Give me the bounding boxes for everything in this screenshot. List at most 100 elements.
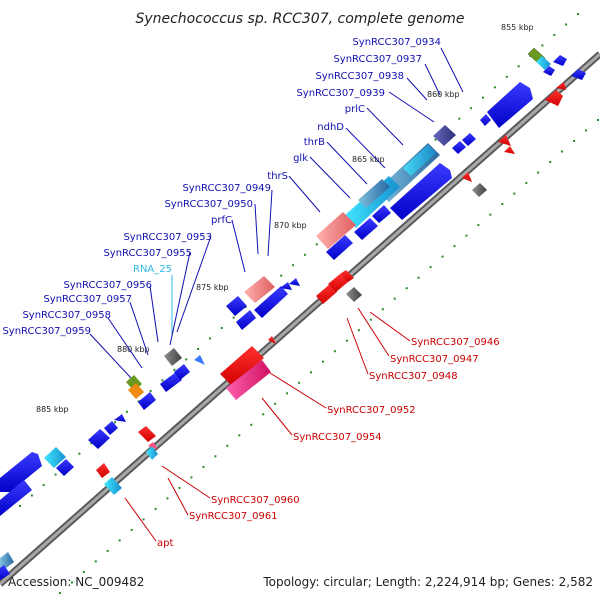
gene-forward[interactable] <box>571 69 586 80</box>
gene-label[interactable]: SynRCC307_0958 <box>22 310 111 321</box>
gene-label[interactable]: thrB <box>304 137 325 148</box>
gene-label[interactable]: prlC <box>345 104 365 115</box>
gene-forward[interactable] <box>316 212 356 249</box>
gene-reverse[interactable] <box>138 426 156 442</box>
gene-forward[interactable] <box>128 383 144 399</box>
gene-forward[interactable] <box>390 163 452 220</box>
gene-forward[interactable] <box>543 66 555 76</box>
tick-label-860: 860 kbp <box>427 90 460 99</box>
gene-reverse[interactable] <box>316 284 337 304</box>
tick-dot <box>130 528 133 531</box>
tick-dot <box>310 371 312 374</box>
reverse-leader-lines <box>124 307 411 542</box>
gene-forward[interactable] <box>433 125 456 146</box>
gene-forward[interactable] <box>236 310 256 330</box>
gene-reverse[interactable] <box>346 287 362 302</box>
gene-reverse[interactable] <box>148 442 158 449</box>
gene-label[interactable]: SynRCC307_0938 <box>315 71 404 82</box>
gene-reverse[interactable] <box>220 346 264 386</box>
gene-reverse[interactable] <box>340 270 354 282</box>
gene-reverse[interactable] <box>472 183 487 197</box>
gene-label[interactable]: SynRCC307_0953 <box>123 232 212 243</box>
gene-label[interactable]: thrS <box>267 171 288 182</box>
gene-forward[interactable] <box>254 286 288 318</box>
tick-label-880: 880 kbp <box>117 345 150 354</box>
gene-label[interactable]: prfC <box>211 215 232 226</box>
gene-label[interactable]: SynRCC307_0952 <box>327 405 416 416</box>
gene-reverse[interactable] <box>268 336 276 344</box>
gene-forward[interactable] <box>138 392 156 410</box>
gene-label[interactable]: ndhD <box>317 122 344 133</box>
gene-label[interactable]: SynRCC307_0949 <box>182 183 271 194</box>
tick-dot <box>178 486 181 489</box>
gene-label[interactable]: SynRCC307_0939 <box>296 88 385 99</box>
gene-reverse[interactable] <box>146 446 158 460</box>
gene-reverse[interactable] <box>498 135 511 146</box>
gene-label[interactable]: SynRCC307_0937 <box>333 54 422 65</box>
reverse-genes <box>96 82 566 495</box>
gene-forward[interactable] <box>487 82 533 128</box>
gene-label[interactable]: SynRCC307_0960 <box>211 495 300 506</box>
gene-forward[interactable] <box>358 179 390 208</box>
gene-label[interactable]: SynRCC307_0956 <box>63 280 152 291</box>
tick-label-865: 865 kbp <box>352 155 385 164</box>
gene-label[interactable]: SynRCC307_0948 <box>369 371 458 382</box>
gene-forward[interactable] <box>553 55 567 66</box>
gene-forward[interactable] <box>372 205 391 223</box>
gene-forward[interactable] <box>88 429 110 449</box>
tick-dot <box>78 452 81 455</box>
gene-label[interactable]: apt <box>157 538 173 549</box>
gene-forward[interactable] <box>0 565 10 580</box>
gene-label[interactable]: SynRCC307_0954 <box>293 432 382 443</box>
gene-reverse[interactable] <box>96 463 110 478</box>
tick-dot <box>125 410 128 413</box>
gene-reverse[interactable] <box>226 360 271 400</box>
gene-forward[interactable] <box>226 296 247 316</box>
gene-forward[interactable] <box>536 56 551 70</box>
gene-forward[interactable] <box>114 414 126 422</box>
gene-forward[interactable] <box>480 114 491 126</box>
tick-dot <box>493 86 496 89</box>
gene-label[interactable]: SynRCC307_0961 <box>189 511 278 522</box>
gene-forward[interactable] <box>0 480 32 516</box>
gene-label[interactable]: SynRCC307_0946 <box>411 337 500 348</box>
tick-dot <box>597 119 599 121</box>
tick-dot <box>517 65 520 68</box>
gene-forward[interactable] <box>104 421 118 435</box>
tick-label-870: 870 kbp <box>274 221 307 230</box>
gene-label[interactable]: SynRCC307_0934 <box>352 37 441 48</box>
gene-forward[interactable] <box>0 552 14 568</box>
gene-label[interactable]: glk <box>293 153 308 164</box>
gene-forward[interactable] <box>160 372 182 392</box>
gene-reverse[interactable] <box>104 477 122 495</box>
gene-forward[interactable] <box>194 355 205 365</box>
tick-dot <box>561 150 564 153</box>
tick-dot <box>58 592 61 594</box>
tick-dot <box>381 308 384 311</box>
gene-forward[interactable] <box>452 141 466 154</box>
gene-reverse[interactable] <box>545 90 563 106</box>
gene-label[interactable]: SynRCC307_0957 <box>43 294 132 305</box>
gene-label[interactable]: SynRCC307_0950 <box>164 199 253 210</box>
gene-forward[interactable] <box>244 276 275 303</box>
gene-forward[interactable] <box>174 364 190 380</box>
gene-reverse[interactable] <box>328 274 348 292</box>
gene-forward[interactable] <box>462 133 476 146</box>
gene-reverse[interactable] <box>462 172 472 182</box>
gene-forward[interactable] <box>44 447 66 468</box>
gene-label[interactable]: RNA_25 <box>133 264 172 275</box>
gene-forward[interactable] <box>289 278 300 286</box>
gene-forward[interactable] <box>56 459 74 476</box>
gene-reverse[interactable] <box>556 82 566 90</box>
gene-forward[interactable] <box>164 348 182 366</box>
gene-forward[interactable] <box>354 218 378 240</box>
gene-forward[interactable] <box>403 145 436 176</box>
gene-forward[interactable] <box>326 235 353 260</box>
gene-label[interactable]: SynRCC307_0955 <box>103 248 192 259</box>
gene-reverse[interactable] <box>504 146 515 154</box>
gene-label[interactable]: SynRCC307_0947 <box>390 354 479 365</box>
tick-dot <box>154 507 157 510</box>
gene-forward[interactable] <box>0 452 42 492</box>
gene-label[interactable]: SynRCC307_0959 <box>2 326 91 337</box>
